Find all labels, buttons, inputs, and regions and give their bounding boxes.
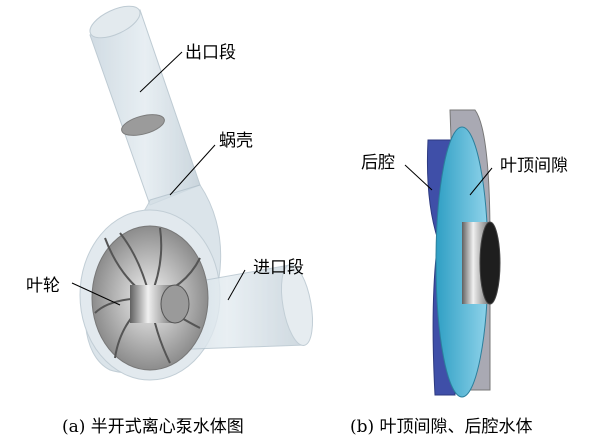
cavity-model bbox=[426, 109, 501, 398]
label-impeller: 叶轮 bbox=[26, 276, 60, 296]
caption-a: (a) 半开式离心泵水体图 bbox=[62, 417, 244, 437]
impeller bbox=[91, 225, 209, 371]
label-volute: 蜗壳 bbox=[219, 131, 253, 151]
caption-b: (b) 叶顶间隙、后腔水体 bbox=[350, 417, 533, 437]
outlet-pipe bbox=[89, 5, 201, 206]
label-tip-clearance: 叶顶间隙 bbox=[500, 156, 568, 176]
label-inlet: 进口段 bbox=[253, 258, 304, 278]
leader-lines-b bbox=[404, 164, 493, 196]
label-outlet: 出口段 bbox=[185, 43, 236, 63]
leader-lines-a bbox=[71, 51, 246, 306]
label-back-cavity: 后腔 bbox=[361, 153, 395, 173]
